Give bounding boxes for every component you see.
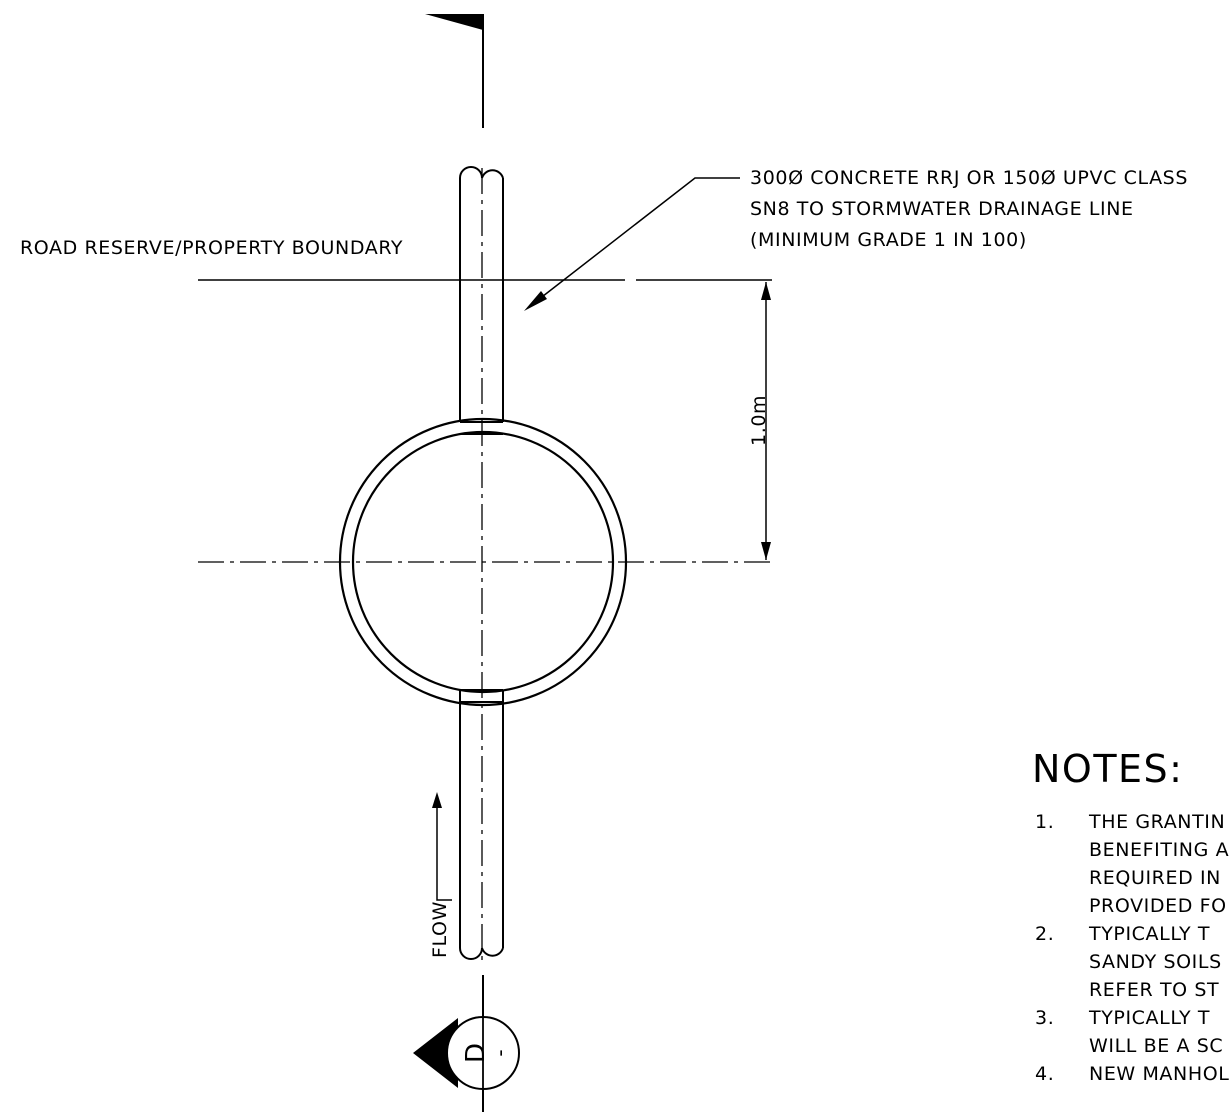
section-marker: D -: [413, 1016, 520, 1090]
top-flag: [425, 14, 484, 128]
note-4-number: 4.: [1035, 1063, 1054, 1085]
pipe-spec-line-3: (MINIMUM GRADE 1 IN 100): [750, 229, 1027, 251]
notes-block: NOTES: 1. THE GRANTIN BENEFITING A REQUI…: [1032, 747, 1229, 1085]
flow-label: FLOW: [429, 901, 451, 958]
notes-title: NOTES:: [1032, 747, 1183, 791]
note-1-line-1: THE GRANTIN: [1088, 811, 1225, 833]
pipe-leader: [524, 177, 740, 311]
note-1-line-3: REQUIRED IN: [1089, 867, 1221, 889]
note-3-number: 3.: [1035, 1007, 1054, 1029]
pipe-spec-line-1: 300Ø CONCRETE RRJ OR 150Ø UPVC CLASS: [750, 167, 1188, 189]
flow-arrow: FLOW: [429, 792, 452, 958]
note-3-line-1: TYPICALLY T: [1088, 1007, 1210, 1029]
pipe-spec-line-2: SN8 TO STORMWATER DRAINAGE LINE: [750, 198, 1134, 220]
note-1-line-2: BENEFITING A: [1089, 839, 1229, 861]
section-sheet: -: [488, 1049, 512, 1056]
pipe-spec-label: 300Ø CONCRETE RRJ OR 150Ø UPVC CLASS SN8…: [750, 167, 1188, 251]
note-2-line-2: SANDY SOILS: [1089, 951, 1222, 973]
note-2-number: 2.: [1035, 923, 1054, 945]
note-3-line-2: WILL BE A SC: [1089, 1035, 1223, 1057]
section-letter: D: [461, 1043, 491, 1063]
dimension-label: 1.0m: [748, 395, 770, 446]
center-lines: [198, 168, 770, 962]
note-4-line-1: NEW MANHOL: [1089, 1063, 1229, 1085]
note-1-number: 1.: [1035, 811, 1054, 833]
note-1-line-4: PROVIDED FO: [1089, 895, 1227, 917]
note-2-line-3: REFER TO ST: [1089, 979, 1219, 1001]
dimension-1m: 1.0m: [748, 282, 771, 560]
boundary-label: ROAD RESERVE/PROPERTY BOUNDARY: [20, 237, 403, 259]
note-2-line-1: TYPICALLY T: [1088, 923, 1210, 945]
